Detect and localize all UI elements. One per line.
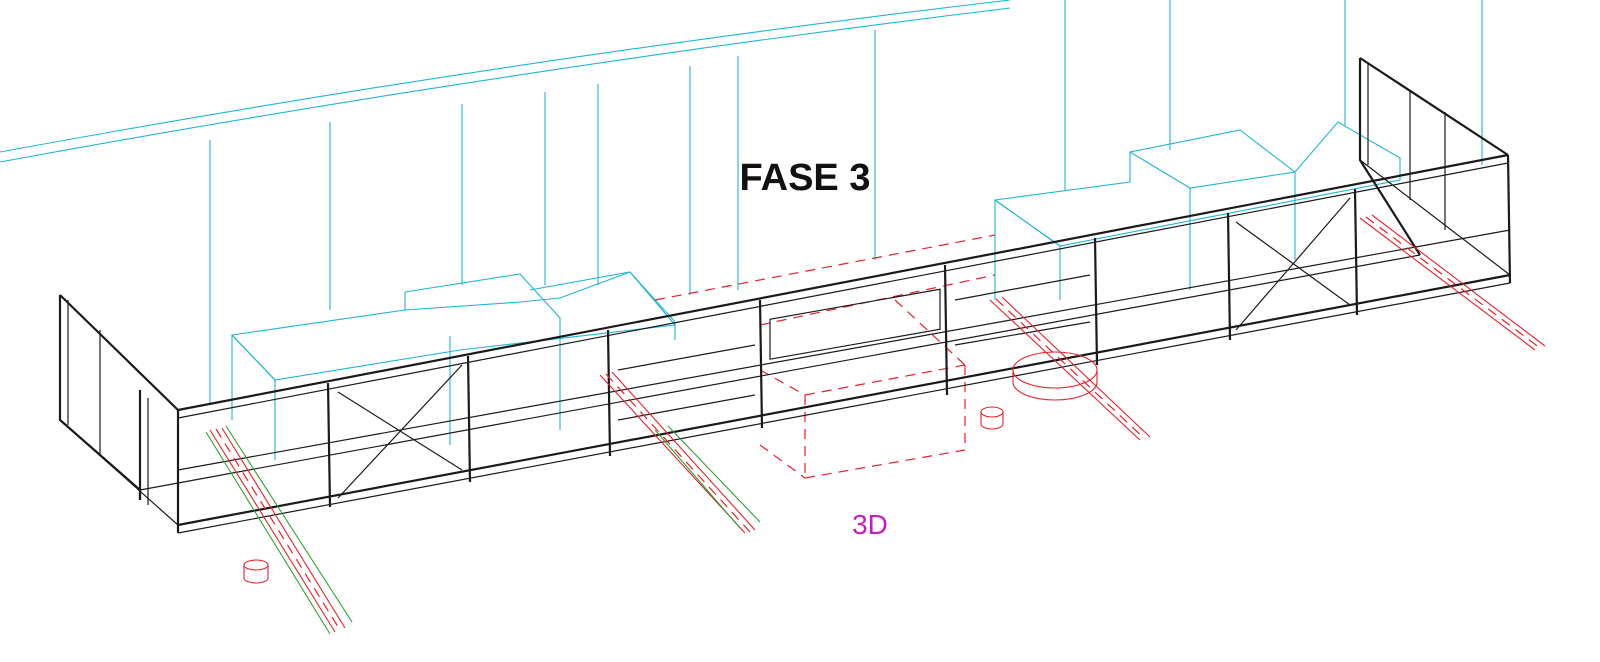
drawing-title: FASE 3: [740, 157, 871, 199]
cyan-boxes-left: [230, 271, 677, 460]
red-cylinders: [243, 351, 1098, 584]
red-beams: [205, 214, 1546, 635]
cyan-boxes-right: [993, 121, 1401, 300]
view-label-3d: 3D: [852, 509, 888, 540]
steel-frame: [58, 57, 1512, 534]
